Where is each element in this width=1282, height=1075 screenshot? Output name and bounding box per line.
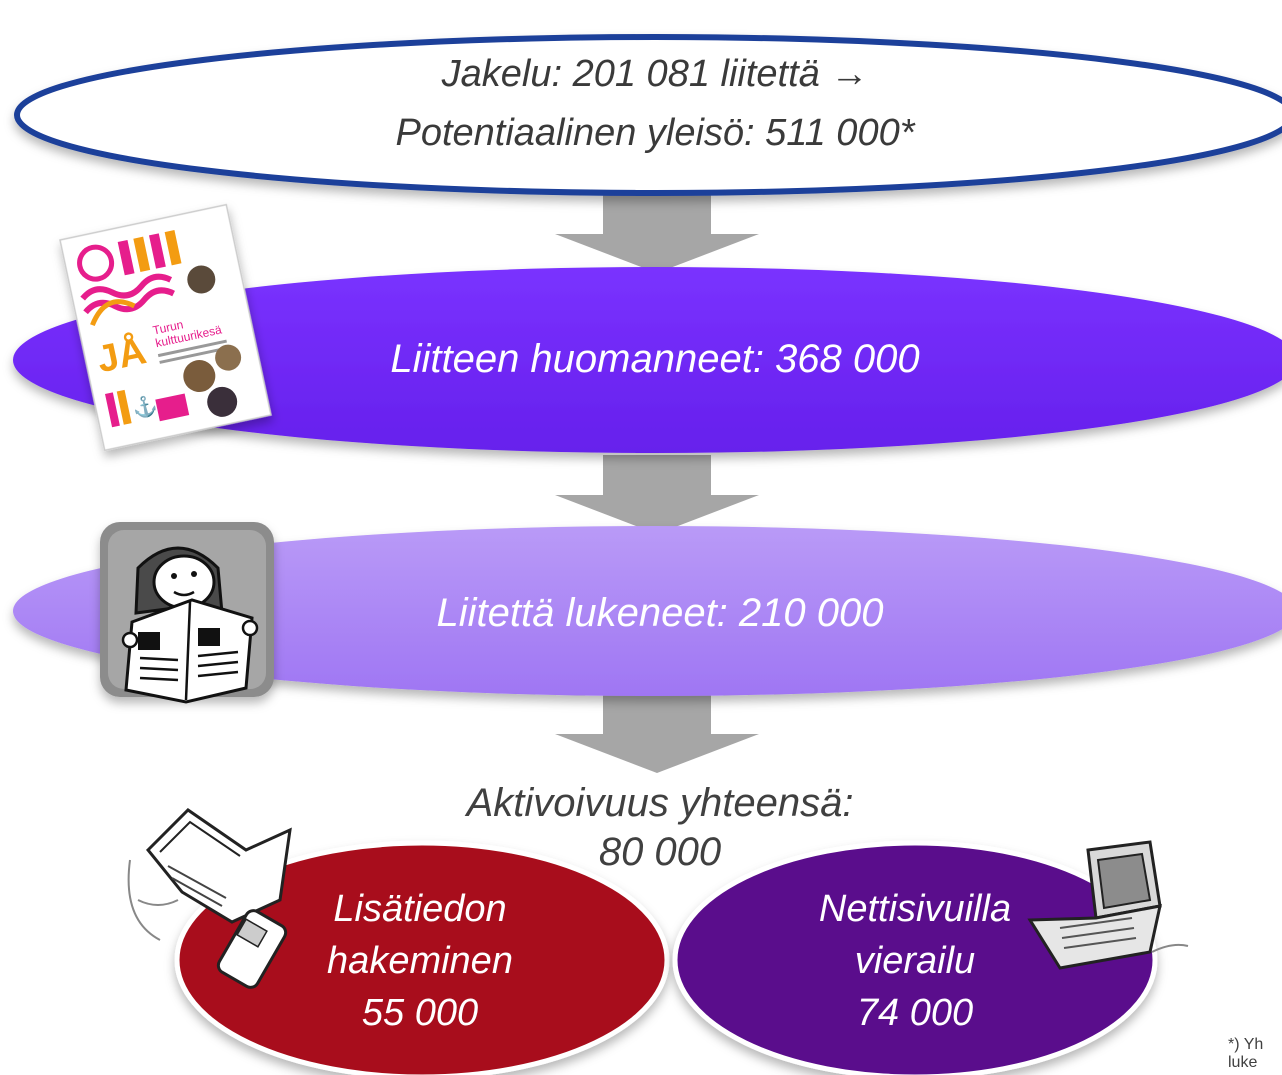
web-visit-line-2: vierailu bbox=[854, 940, 976, 982]
info-search-ellipse bbox=[174, 840, 670, 1075]
potential-audience-text: Potentiaalinen yleisö: 511 000* bbox=[395, 112, 915, 154]
web-visit-value: 74 000 bbox=[856, 992, 974, 1034]
down-arrow-1 bbox=[555, 190, 759, 273]
magazine-cover-icon: JÅ Turun kulttuurikesä ⚓ bbox=[59, 203, 272, 452]
distribution-line-1: Jakelu: 201 081 liitettä → bbox=[320, 51, 990, 99]
noticed-text: Liitteen huomanneet: 368 000 bbox=[390, 337, 920, 381]
svg-text:Turun: Turun bbox=[151, 317, 184, 337]
activation-line-1: Aktivoivuus yhteensä: bbox=[466, 781, 854, 825]
distribution-text: Jakelu: 201 081 liitettä bbox=[441, 53, 820, 95]
laptop-icon bbox=[1027, 840, 1189, 970]
newspaper-reader-icon bbox=[100, 522, 274, 704]
down-arrow-3 bbox=[555, 694, 759, 773]
footnote-line-1: *) Yh bbox=[1228, 1036, 1264, 1053]
down-arrow-2 bbox=[555, 455, 759, 534]
right-arrow-icon: → bbox=[830, 53, 869, 95]
info-search-line-2: hakeminen bbox=[327, 940, 513, 982]
info-search-value: 55 000 bbox=[361, 992, 479, 1034]
distribution-ellipse bbox=[14, 34, 1282, 196]
book-and-phone-icon bbox=[127, 808, 292, 989]
footnote-line-2: luke bbox=[1228, 1054, 1258, 1071]
web-visit-ellipse bbox=[672, 840, 1158, 1075]
web-visit-line-1: Nettisivuilla bbox=[818, 888, 1012, 930]
info-search-line-1: Lisätiedon bbox=[333, 888, 507, 930]
read-ellipse bbox=[13, 526, 1282, 696]
noticed-ellipse bbox=[13, 267, 1282, 453]
activation-line-2: 80 000 bbox=[598, 830, 722, 874]
read-text: Liitettä lukeneet: 210 000 bbox=[436, 591, 884, 635]
footnote: *) Yh luke bbox=[1228, 1036, 1282, 1072]
